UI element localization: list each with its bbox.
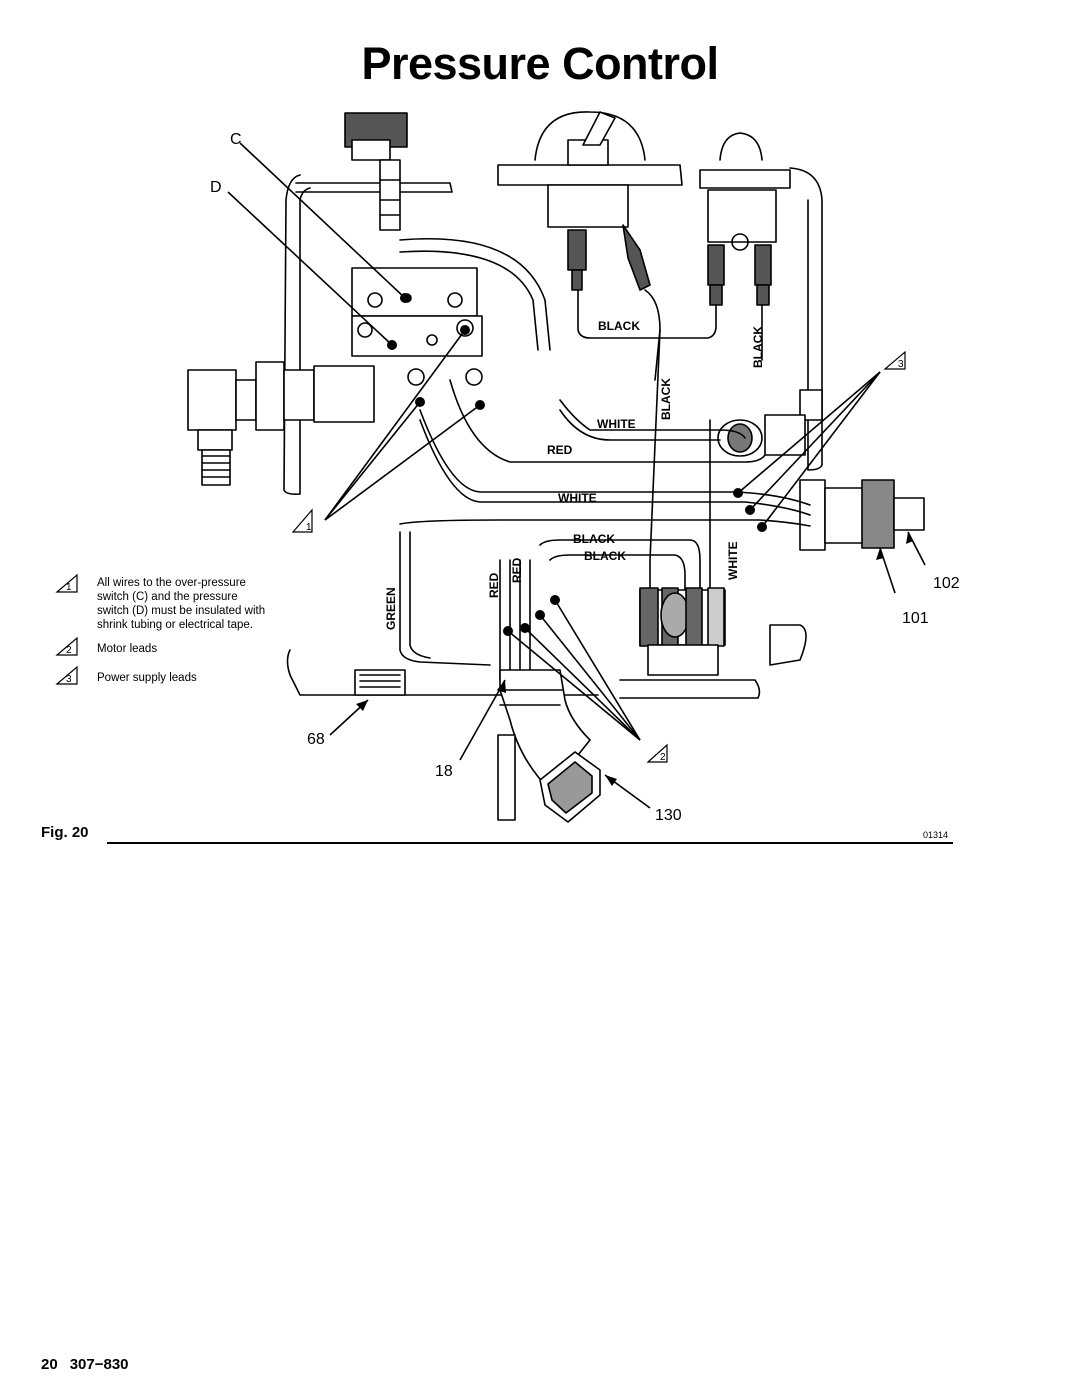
- callout-101: 101: [902, 610, 929, 627]
- bottom-frame: [286, 649, 599, 696]
- leader-c: [239, 142, 406, 299]
- leader-1: [324, 329, 466, 521]
- screw: [367, 292, 383, 308]
- wire-label-black-vertical: BLACK: [659, 378, 673, 420]
- wire-label-red: RED: [547, 443, 573, 457]
- document-number: 307−830: [69, 1356, 129, 1373]
- marker-2: [646, 743, 668, 763]
- page-footer: 20 307−830: [41, 1356, 141, 1373]
- marker-1: [291, 508, 313, 533]
- wire-label-black: BLACK: [573, 532, 615, 546]
- page-title: Pressure Control: [361, 38, 719, 89]
- wire-label-black: BLACK: [598, 319, 640, 333]
- note-line: All wires to the over-pressure: [97, 577, 246, 589]
- wire-label-white: WHITE: [597, 417, 636, 431]
- note-line: Power supply leads: [97, 672, 197, 684]
- wire-label-black: BLACK: [584, 549, 626, 563]
- note-line: switch (C) and the pressure: [97, 591, 238, 603]
- note-line: shrink tubing or electrical tape.: [97, 619, 253, 631]
- callout-102: 102: [933, 575, 960, 592]
- pressure-switch-c: [351, 267, 478, 317]
- left-fitting: [187, 369, 237, 431]
- marker-1-num: 1: [306, 522, 312, 533]
- leader-2: [554, 599, 641, 741]
- wire-label-red-vertical: RED: [487, 572, 501, 598]
- note-line: Motor leads: [97, 643, 157, 655]
- screw: [447, 292, 463, 308]
- note-marker-2: [55, 636, 78, 656]
- wire-label-red-vertical: RED: [510, 557, 524, 583]
- note-marker-3: [55, 665, 78, 685]
- callout-c: C: [230, 131, 242, 148]
- toggle-switch: [534, 111, 646, 161]
- wire-label-white: WHITE: [558, 491, 597, 505]
- marker-3: [883, 350, 906, 370]
- note-line: switch (D) must be insulated with: [97, 605, 265, 617]
- callout-68: 68: [307, 731, 325, 748]
- page-number: 20: [41, 1356, 58, 1373]
- leader-18: [459, 679, 506, 761]
- wire-label-white-vertical: WHITE: [726, 541, 740, 580]
- strain-relief: [799, 479, 826, 551]
- leader-3: [737, 371, 881, 494]
- marker-2-num: 2: [660, 752, 666, 763]
- right-frame: [789, 167, 823, 471]
- note-num: 1: [66, 582, 72, 593]
- wire-label-black-vertical: BLACK: [751, 326, 765, 368]
- left-frame: [283, 174, 311, 495]
- callout-130: 130: [655, 807, 682, 824]
- note-marker-1: [55, 573, 78, 593]
- note-num: 3: [66, 674, 72, 685]
- wire-label-green-vertical: GREEN: [384, 587, 398, 630]
- figure-id: 01314: [923, 830, 949, 840]
- callout-d: D: [210, 179, 222, 196]
- callout-18: 18: [435, 763, 453, 780]
- leader-d: [227, 191, 393, 346]
- marker-3-num: 3: [898, 359, 904, 370]
- knurled-nut-102: [861, 479, 895, 549]
- figure-label: Fig. 20: [41, 824, 89, 841]
- note-num: 2: [66, 645, 72, 656]
- figure-rule: [107, 842, 953, 844]
- over-pressure-switch: [707, 189, 777, 243]
